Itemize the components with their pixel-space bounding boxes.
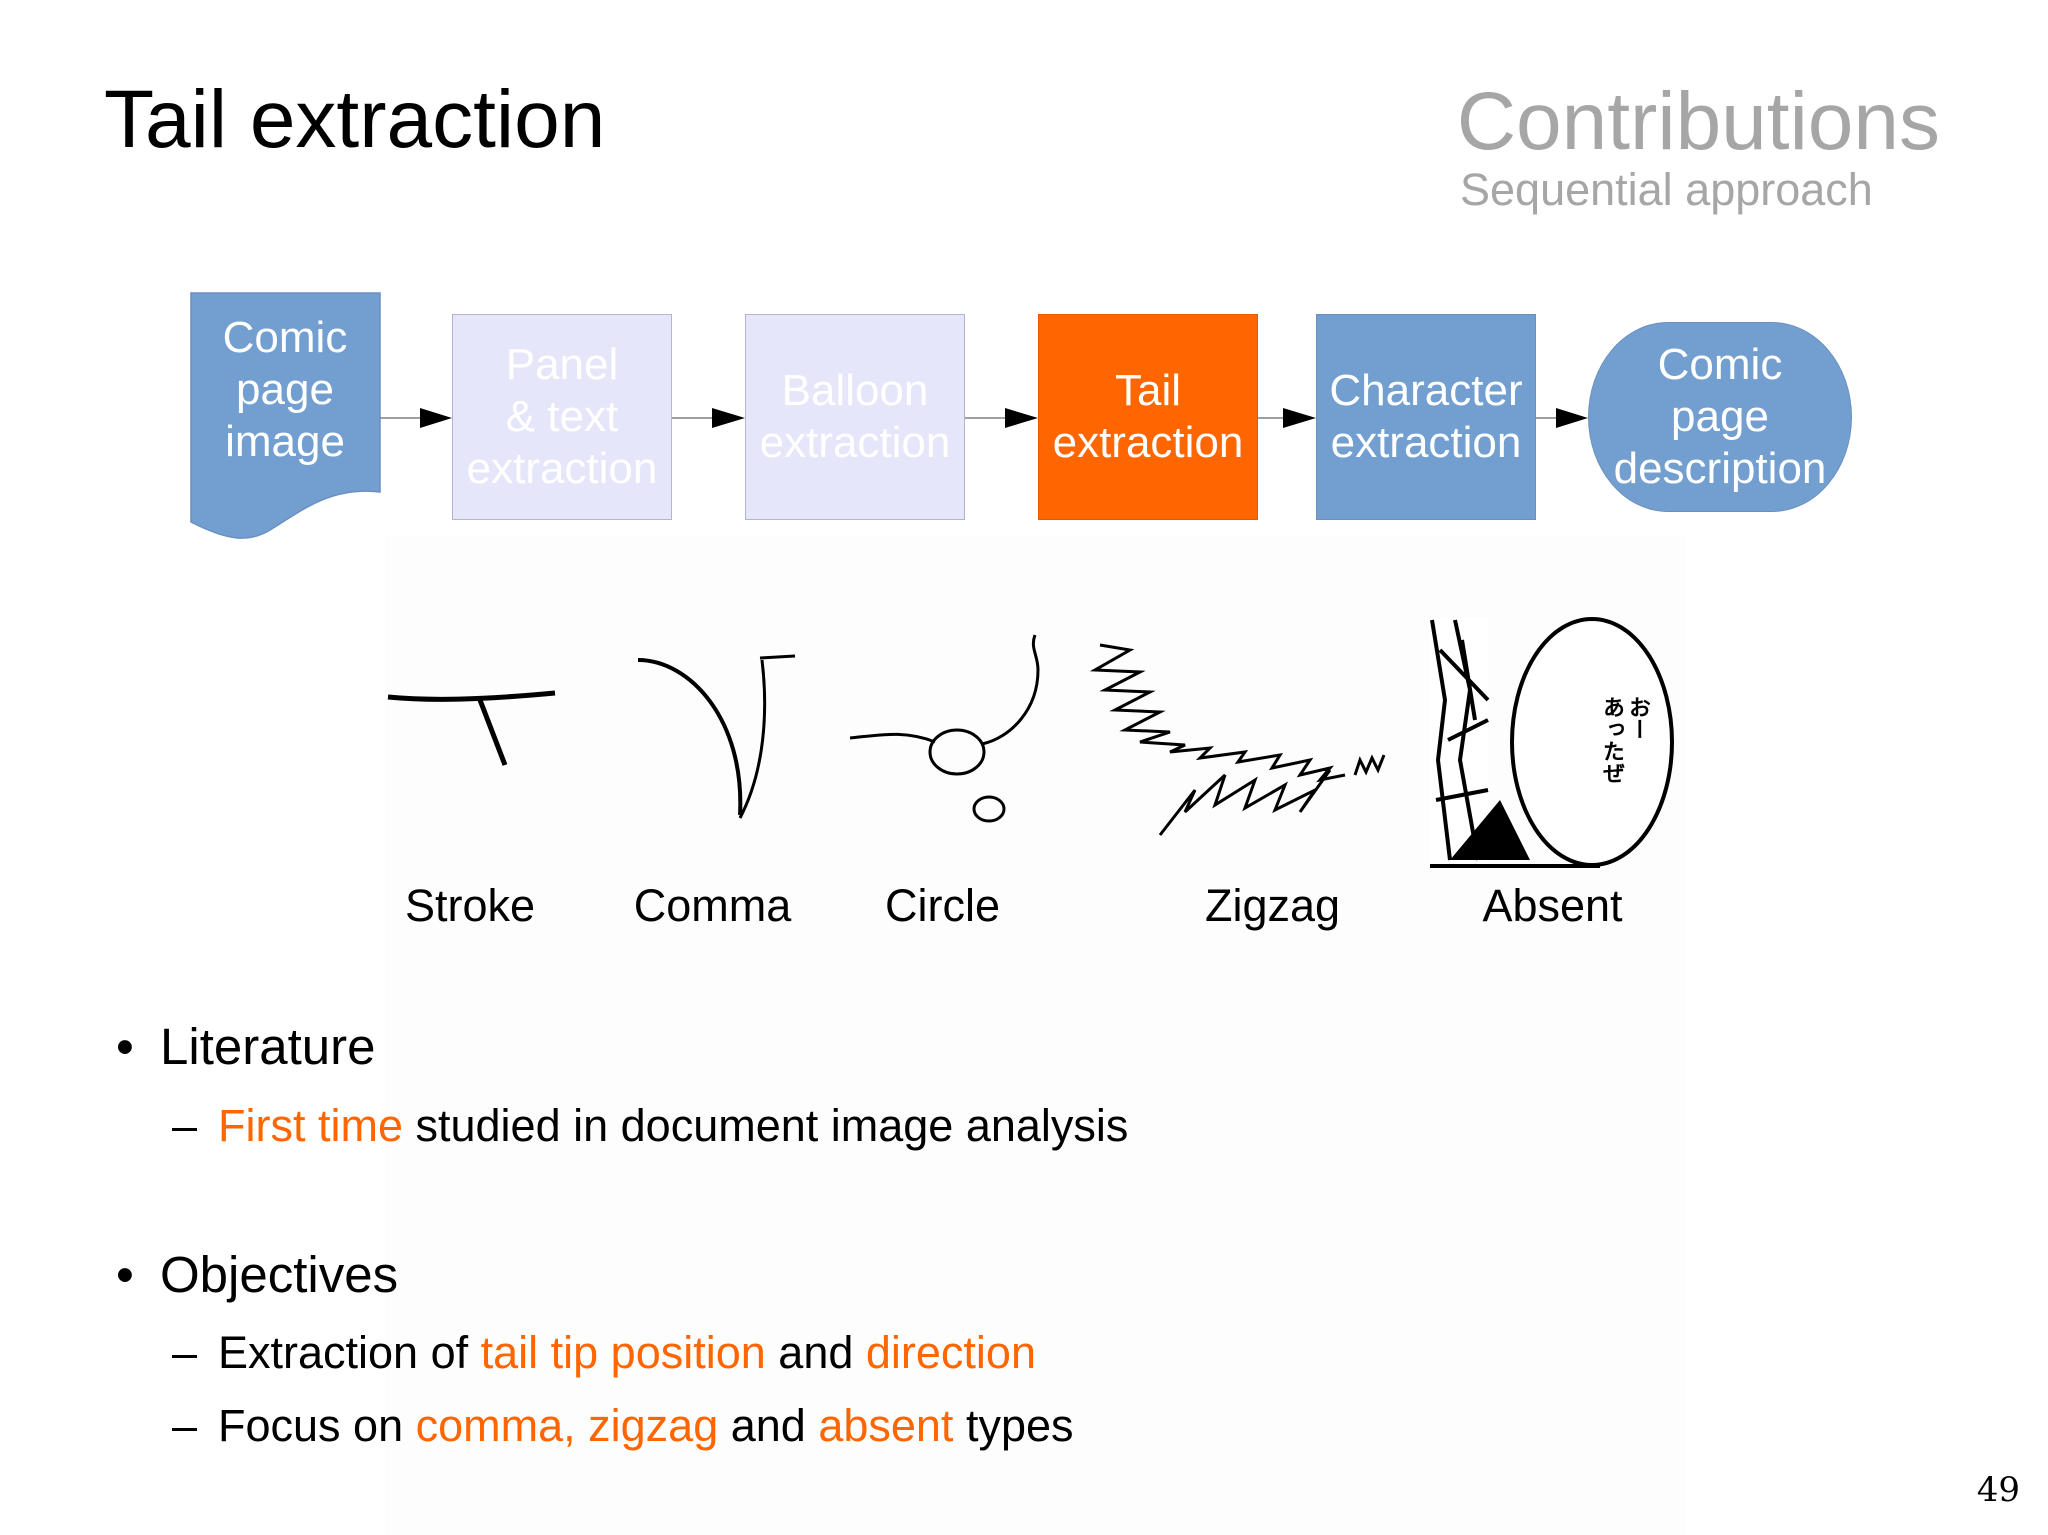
pipeline-input-document-shape [190, 292, 381, 539]
step-line: page [1671, 392, 1769, 441]
sub-bullet-text: and [765, 1327, 866, 1378]
step-line: Comic [222, 313, 348, 362]
pipeline-step-character-extraction: Character extraction [1316, 314, 1536, 520]
sub-bullet-text: studied in document image analysis [403, 1100, 1129, 1151]
bullet-objectives: • Objectives [116, 1243, 398, 1307]
highlight-text: comma, zigzag [415, 1400, 719, 1451]
arrow-head-icon [420, 408, 452, 428]
pipeline-step-comic-page-image: Comic page image [190, 300, 380, 480]
pipeline-step-balloon-extraction: Balloon extraction [745, 314, 965, 520]
step-line: Comic [1657, 340, 1783, 389]
balloon-text-line: あったぜ [1599, 696, 1624, 784]
highlight-text: First time [218, 1100, 403, 1151]
zigzag-tail-icon [1089, 643, 1386, 836]
tail-label-comma: Comma [633, 880, 792, 931]
highlight-text: tail tip position [480, 1327, 766, 1378]
pipeline-arrows [380, 408, 1588, 428]
highlight-text: absent [818, 1400, 954, 1451]
step-line: Character [1329, 366, 1523, 415]
step-line: image [225, 417, 345, 466]
arrow-heads [420, 408, 1588, 428]
sub-bullet-text: and [718, 1400, 819, 1451]
circle-tail-icon [849, 634, 1040, 823]
dash-icon: – [172, 1400, 198, 1451]
tail-type-sketches [387, 617, 1674, 868]
dash-icon: – [172, 1327, 198, 1378]
pipeline-step-panel-text-extraction: Panel & text extraction [452, 314, 672, 520]
bullet-title: Literature [160, 1018, 376, 1075]
tail-label-circle: Circle [884, 880, 1000, 931]
slide-title: Tail extraction [104, 74, 606, 165]
tail-label-stroke: Stroke [404, 880, 536, 931]
arrow-head-icon [712, 408, 745, 428]
sub-bullet-text: types [953, 1400, 1074, 1451]
arrow-head-icon [1283, 408, 1316, 428]
section-title: Contributions [1456, 76, 1940, 167]
bullet-title: Objectives [160, 1246, 399, 1303]
comma-tail-icon [637, 654, 796, 819]
pipeline-step-comic-page-description: Comic page description [1588, 322, 1852, 512]
step-line: Balloon [781, 366, 929, 415]
absent-tail-icon [1430, 617, 1674, 868]
tail-label-absent: Absent [1482, 880, 1623, 931]
tail-label-zigzag: Zigzag [1204, 880, 1341, 931]
bullet-icon: • [116, 1018, 134, 1075]
step-line: extraction [759, 418, 951, 467]
sub-bullet-extraction: –Extraction of tail tip position and dir… [172, 1324, 1036, 1382]
step-line: page [236, 365, 334, 414]
sub-bullet-text: Focus on [218, 1400, 416, 1451]
bullet-literature: • Literature [116, 1015, 375, 1079]
step-line: extraction [466, 444, 658, 493]
sub-bullet-first-time: –First time studied in document image an… [172, 1097, 1128, 1155]
section-subtitle: Sequential approach [1460, 164, 1873, 215]
page-number: 49 [1976, 1470, 2020, 1510]
highlight-text: direction [865, 1327, 1036, 1378]
balloon-text-line: おー [1625, 696, 1650, 740]
pipeline-step-tail-extraction: Tail extraction [1038, 314, 1258, 520]
sub-bullet-text: Extraction of [218, 1327, 481, 1378]
balloon-text: おー あったぜ [1598, 696, 1650, 784]
arrow-head-icon [1005, 408, 1038, 428]
bullet-icon: • [116, 1246, 134, 1303]
stroke-tail-icon [387, 690, 556, 766]
arrow-head-icon [1556, 408, 1588, 428]
step-line: Panel [505, 340, 619, 389]
step-line: & text [505, 392, 619, 441]
step-line: extraction [1330, 418, 1522, 467]
step-line: extraction [1052, 418, 1244, 467]
sub-bullet-focus: –Focus on comma, zigzag and absent types [172, 1397, 1074, 1455]
step-line: description [1613, 444, 1827, 493]
step-line: Tail [1114, 366, 1181, 415]
dash-icon: – [172, 1100, 198, 1151]
